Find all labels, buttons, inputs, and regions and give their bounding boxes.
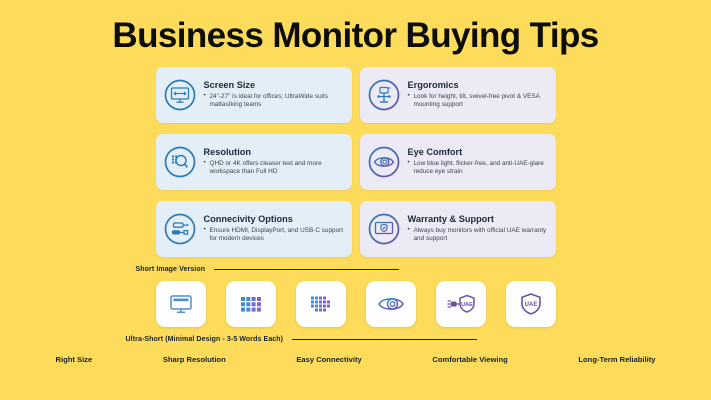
- cable-shield-uae-tile-icon[interactable]: UAE: [435, 281, 486, 327]
- tip-card-title: Warranty & Support: [407, 214, 494, 225]
- tip-card-desc: Low blue light, flicker-free, and anti-U…: [408, 159, 549, 177]
- monitor-width-icon: [163, 78, 197, 112]
- monitor-shield-check-icon: [367, 212, 401, 246]
- tip-card-connectivity[interactable]: Connecivity Options Ensure HDMI, Display…: [155, 201, 352, 257]
- eye-icon: [367, 145, 401, 179]
- short-image-version-divider: Short Image Version: [136, 266, 576, 273]
- short-image-version-label: Short Image Version: [135, 266, 206, 273]
- tip-card-text: Screen Size 24"-27" is ideal for offices…: [204, 80, 345, 110]
- tip-card-title: Ergoromics: [407, 80, 459, 91]
- tip-card-desc: 24"-27" is ideal for offices; UltraWide …: [204, 92, 345, 110]
- ultra-short-version-divider: Ultra-Short (Minimal Design - 3-5 Words …: [126, 336, 586, 343]
- uae-badge-text: UAE: [524, 302, 537, 308]
- shield-uae-tile-icon[interactable]: UAE: [505, 281, 556, 327]
- tip-card-text: Resolution QHD or 4K offers cleaser text…: [204, 147, 345, 177]
- ultra-short-keyword-row: Right Size Sharp Resolution Easy Connect…: [56, 355, 656, 364]
- tip-card-title: Connecivity Options: [203, 214, 293, 225]
- tip-card-text: Warranty & Support Always buy monitors w…: [408, 214, 549, 244]
- tip-card-desc: Always buy monitors with official UAE wa…: [408, 226, 549, 244]
- tip-card-desc: Look for height, tilt, swivel-free pivot…: [408, 92, 549, 110]
- keyword-sharp-resolution: Sharp Resolution: [162, 355, 226, 364]
- tip-card-title: Eye Comfort: [407, 147, 463, 158]
- page-title: Business Monitor Buying Tips: [112, 16, 599, 55]
- tip-card-resolution[interactable]: Resolution QHD or 4K offers cleaser text…: [155, 134, 352, 190]
- divider-line: [292, 338, 478, 341]
- tip-card-text: Connecivity Options Ensure HDMI, Display…: [204, 214, 345, 244]
- pixel-grid-tile-icon[interactable]: [225, 281, 276, 327]
- tip-card-text: Eye Comfort Low blue light, flicker-free…: [408, 147, 549, 177]
- tip-card-title: Resolution: [203, 147, 251, 158]
- keyword-comfortable-viewing: Comfortable Viewing: [432, 355, 508, 364]
- eye-tile-icon[interactable]: [365, 281, 416, 327]
- divider-line: [214, 268, 400, 271]
- keyword-long-term-reliability: Long-Term Reliability: [578, 355, 656, 364]
- tip-card-text: Ergoromics Look for height, tilt, swivel…: [408, 80, 549, 110]
- tip-card-eye-comfort[interactable]: Eye Comfort Low blue light, flicker-free…: [359, 134, 556, 190]
- tip-card-desc: QHD or 4K offers cleaser text and more w…: [204, 159, 345, 177]
- ports-cable-icon: [163, 212, 197, 246]
- keyword-right-size: Right Size: [55, 355, 93, 364]
- tip-card-title: Screen Size: [203, 80, 256, 91]
- magnifier-pixels-icon: [163, 145, 197, 179]
- monitor-tile-icon[interactable]: [155, 281, 206, 327]
- tip-card-ergonomics[interactable]: Ergoromics Look for height, tilt, swivel…: [359, 67, 556, 123]
- pixel-grid-dense-tile-icon[interactable]: [295, 281, 346, 327]
- tip-card-warranty[interactable]: Warranty & Support Always buy monitors w…: [359, 201, 556, 257]
- ergonomic-stand-icon: [367, 78, 401, 112]
- tip-card-screen-size[interactable]: Screen Size 24"-27" is ideal for offices…: [155, 67, 352, 123]
- ultra-short-version-label: Ultra-Short (Minimal Design - 3-5 Words …: [125, 336, 284, 343]
- tips-card-grid: Screen Size 24"-27" is ideal for offices…: [155, 67, 556, 257]
- keyword-easy-connectivity: Easy Connectivity: [296, 355, 362, 364]
- tip-card-desc: Ensure HDMI, DisplayPort, and USB-C supp…: [204, 226, 345, 244]
- short-icon-tile-row: UAE UAE: [155, 281, 556, 327]
- uae-badge-text: UAE: [461, 302, 473, 308]
